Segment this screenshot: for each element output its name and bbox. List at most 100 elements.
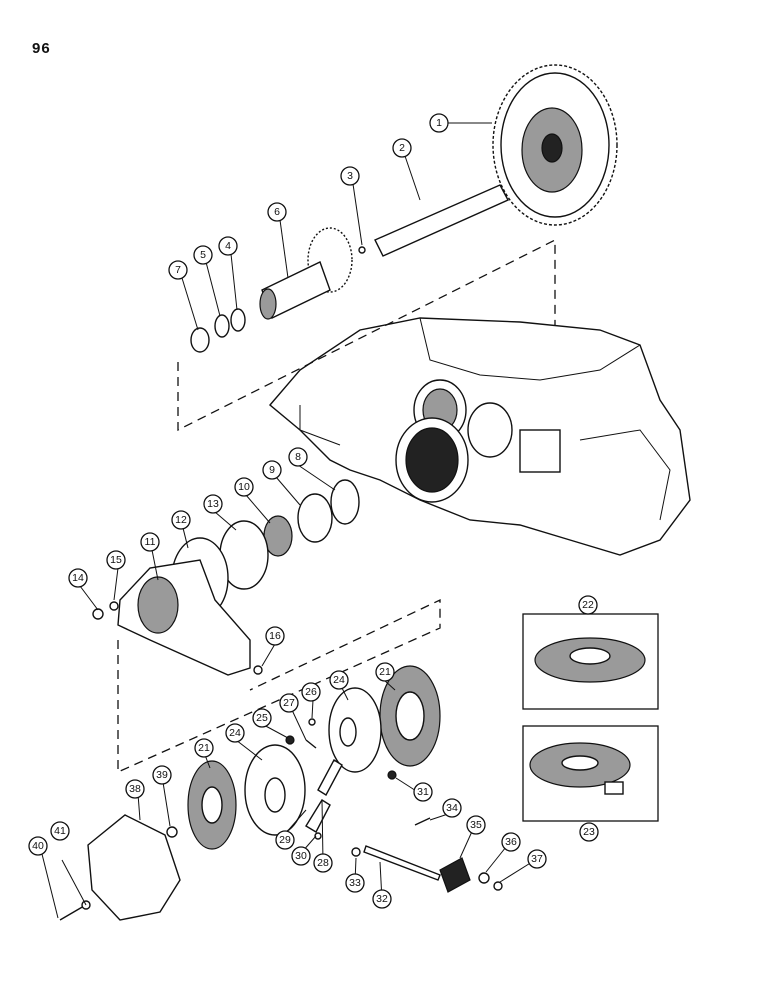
callout-32: 32 bbox=[372, 889, 392, 909]
callout-15: 15 bbox=[106, 550, 126, 570]
callout-1: 1 bbox=[429, 113, 449, 133]
inset-brake-disc-kit bbox=[522, 613, 659, 710]
callout-31: 31 bbox=[413, 782, 433, 802]
svg-text:28: 28 bbox=[317, 857, 329, 869]
cotter-pin-part bbox=[414, 817, 431, 826]
callout-2: 2 bbox=[392, 138, 412, 158]
svg-text:7: 7 bbox=[175, 264, 181, 276]
leader-lines bbox=[39, 122, 533, 919]
svg-text:37: 37 bbox=[531, 853, 543, 865]
svg-text:35: 35 bbox=[470, 819, 482, 831]
inset-brake-lining-kit bbox=[522, 725, 659, 822]
callout-41: 41 bbox=[50, 821, 70, 841]
svg-text:30: 30 bbox=[295, 850, 307, 862]
svg-text:33: 33 bbox=[349, 877, 361, 889]
link-part bbox=[317, 759, 343, 796]
callout-30: 30 bbox=[291, 846, 311, 866]
bearing-cup-part bbox=[297, 493, 333, 543]
callout-10: 10 bbox=[234, 477, 254, 497]
clevis-pin-part bbox=[351, 847, 361, 857]
callout-24: 24 bbox=[329, 670, 349, 690]
callout-36: 36 bbox=[501, 832, 521, 852]
callout-34: 34 bbox=[442, 798, 462, 818]
boot-part bbox=[439, 857, 471, 893]
svg-text:34: 34 bbox=[446, 802, 458, 814]
svg-text:8: 8 bbox=[295, 451, 301, 463]
callout-27: 27 bbox=[279, 693, 299, 713]
svg-text:27: 27 bbox=[283, 697, 295, 709]
assembly-boundary-upper bbox=[177, 238, 556, 432]
spring-pin-part bbox=[308, 718, 316, 726]
callout-9: 9 bbox=[262, 460, 282, 480]
svg-text:2: 2 bbox=[399, 142, 405, 154]
svg-text:26: 26 bbox=[305, 686, 317, 698]
svg-text:22: 22 bbox=[582, 599, 594, 611]
lockwasher-part bbox=[109, 601, 119, 611]
svg-text:32: 32 bbox=[376, 893, 388, 905]
callout-24-lower: 24 bbox=[225, 723, 245, 743]
callout-5: 5 bbox=[193, 245, 213, 265]
svg-text:24: 24 bbox=[333, 674, 345, 686]
brake-disc-part bbox=[379, 665, 441, 767]
callout-28: 28 bbox=[313, 853, 333, 873]
svg-text:16: 16 bbox=[269, 630, 281, 642]
svg-text:25: 25 bbox=[256, 712, 268, 724]
svg-text:6: 6 bbox=[274, 206, 280, 218]
svg-text:41: 41 bbox=[54, 825, 66, 837]
actuating-disc-part bbox=[244, 744, 306, 836]
callout-21: 21 bbox=[375, 662, 395, 682]
svg-text:5: 5 bbox=[200, 249, 206, 261]
svg-text:3: 3 bbox=[347, 170, 353, 182]
svg-text:40: 40 bbox=[32, 840, 44, 852]
bearing-cone-part bbox=[330, 479, 360, 525]
nut-part bbox=[387, 770, 397, 780]
svg-text:9: 9 bbox=[269, 464, 275, 476]
pin-part bbox=[314, 832, 322, 840]
svg-text:10: 10 bbox=[238, 481, 250, 493]
callout-11: 11 bbox=[140, 532, 160, 552]
callout-3: 3 bbox=[340, 166, 360, 186]
assembly-boundary-lower bbox=[117, 598, 441, 774]
callout-38: 38 bbox=[125, 779, 145, 799]
callout-35: 35 bbox=[466, 815, 486, 835]
adjusting-nut-part bbox=[478, 872, 490, 884]
spring-part bbox=[305, 739, 317, 749]
callout-21-lower: 21 bbox=[194, 738, 214, 758]
svg-text:21: 21 bbox=[379, 666, 391, 678]
callout-40: 40 bbox=[28, 836, 48, 856]
svg-text:14: 14 bbox=[72, 572, 84, 584]
callout-7: 7 bbox=[168, 260, 188, 280]
ball-part bbox=[358, 246, 366, 254]
callout-14: 14 bbox=[68, 568, 88, 588]
callout-22: 22 bbox=[578, 595, 598, 615]
bushing-part bbox=[166, 826, 178, 838]
callout-13: 13 bbox=[203, 494, 223, 514]
transmission-housing bbox=[269, 317, 691, 556]
callout-26: 26 bbox=[301, 682, 321, 702]
callout-8: 8 bbox=[288, 447, 308, 467]
callout-12: 12 bbox=[171, 510, 191, 530]
svg-text:13: 13 bbox=[207, 498, 219, 510]
bull-gear-assembly bbox=[492, 64, 618, 226]
jam-nut-part bbox=[493, 881, 503, 891]
nut-part bbox=[253, 665, 263, 675]
svg-text:23: 23 bbox=[583, 826, 595, 838]
svg-text:31: 31 bbox=[417, 786, 429, 798]
brake-housing-part bbox=[117, 559, 251, 676]
plug-part bbox=[190, 327, 210, 353]
brake-disc-part bbox=[187, 760, 237, 850]
svg-text:29: 29 bbox=[279, 834, 291, 846]
bolt-part bbox=[59, 905, 85, 921]
callout-39: 39 bbox=[152, 765, 172, 785]
svg-text:11: 11 bbox=[145, 536, 156, 548]
callout-29: 29 bbox=[275, 830, 295, 850]
callout-6: 6 bbox=[267, 202, 287, 222]
callout-23: 23 bbox=[579, 822, 599, 842]
snap-ring-part bbox=[230, 308, 246, 332]
link-part bbox=[305, 799, 331, 833]
svg-text:24: 24 bbox=[229, 727, 241, 739]
svg-text:15: 15 bbox=[110, 554, 122, 566]
svg-text:4: 4 bbox=[225, 240, 231, 252]
svg-text:39: 39 bbox=[156, 769, 168, 781]
